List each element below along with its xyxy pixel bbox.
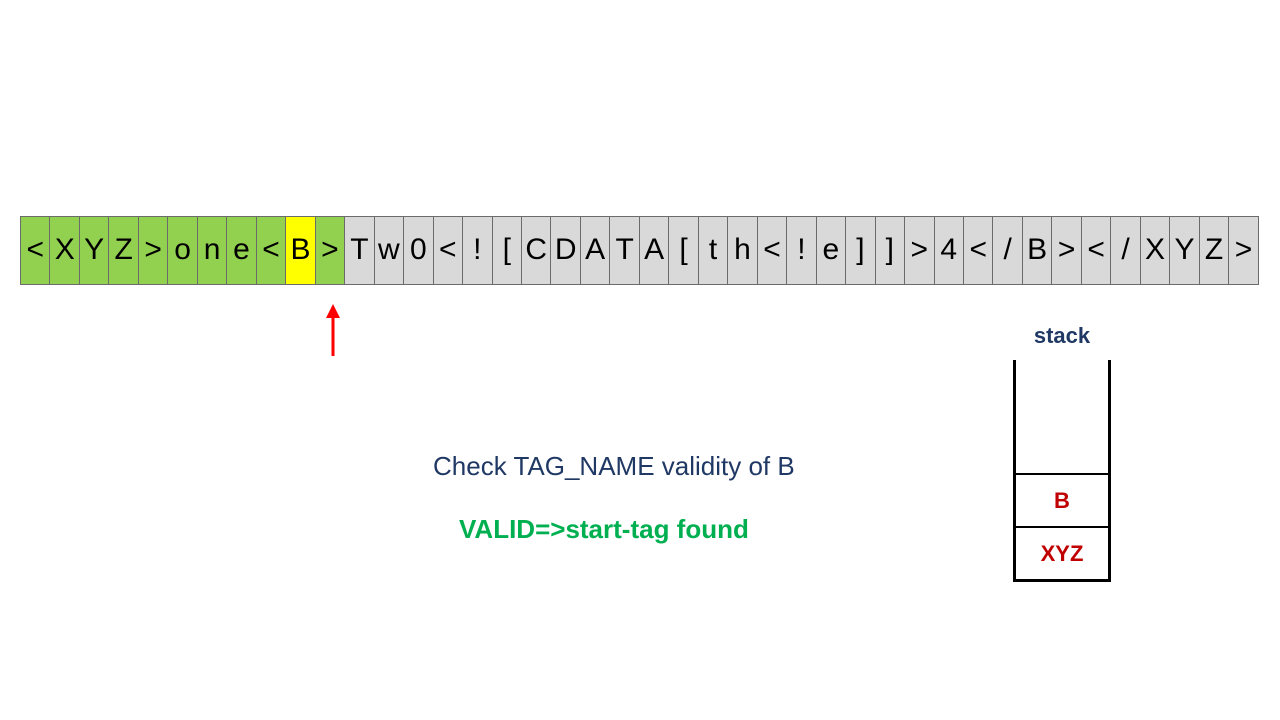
tape-cell: Z bbox=[1199, 217, 1230, 284]
tape-cell: Z bbox=[109, 217, 139, 284]
tape-cell: Y bbox=[1170, 217, 1200, 284]
pointer-arrow-icon bbox=[326, 304, 340, 356]
tape-cell: X bbox=[50, 217, 80, 284]
tape-cell: < bbox=[21, 217, 51, 284]
tape-cell: [ bbox=[492, 217, 522, 284]
stack-item: XYZ bbox=[1016, 526, 1108, 579]
tape-cell: 0 bbox=[404, 217, 434, 284]
tape-cell: T bbox=[610, 217, 640, 284]
tape-cell: A bbox=[580, 217, 611, 284]
tape-cell: e bbox=[227, 217, 257, 284]
tape-cell: t bbox=[698, 217, 729, 284]
tape-cell: / bbox=[1111, 217, 1141, 284]
tape-cell: > bbox=[1229, 217, 1258, 284]
check-message: Check TAG_NAME validity of B bbox=[433, 451, 795, 481]
tape-cell: < bbox=[757, 217, 788, 284]
stack-title: stack bbox=[1033, 323, 1091, 348]
tape-cell: e bbox=[816, 217, 847, 284]
tape-cell: n bbox=[197, 217, 228, 284]
tape-cell: > bbox=[138, 217, 169, 284]
tape-cell: < bbox=[964, 217, 994, 284]
tape-cell: X bbox=[1140, 217, 1171, 284]
tape-cell: B bbox=[1022, 217, 1053, 284]
tape-cell: ] bbox=[875, 217, 906, 284]
tape-cell: C bbox=[521, 217, 552, 284]
tape-cell: h bbox=[728, 217, 758, 284]
tape-cell: > bbox=[1052, 217, 1082, 284]
tape-cell: > bbox=[905, 217, 935, 284]
tape-cell: D bbox=[551, 217, 581, 284]
tape-cell: ] bbox=[846, 217, 876, 284]
result-message: VALID=>start-tag found bbox=[459, 514, 749, 544]
tape-cell: < bbox=[433, 217, 464, 284]
tape-cell: 4 bbox=[934, 217, 964, 284]
tape-cell: [ bbox=[669, 217, 699, 284]
tape-cell: A bbox=[639, 217, 670, 284]
stack-item: B bbox=[1016, 473, 1108, 526]
tape-cell: < bbox=[1081, 217, 1112, 284]
tape-cell: B bbox=[286, 217, 316, 284]
tape-cell: / bbox=[993, 217, 1023, 284]
tape-cell: Y bbox=[79, 217, 110, 284]
tape-cell: > bbox=[315, 217, 346, 284]
tape-cell: w bbox=[374, 217, 405, 284]
tape-cell: o bbox=[168, 217, 198, 284]
tape-cell: < bbox=[256, 217, 287, 284]
tape-cell: ! bbox=[787, 217, 817, 284]
tape-cell: ! bbox=[463, 217, 493, 284]
tape-cell: T bbox=[345, 217, 375, 284]
